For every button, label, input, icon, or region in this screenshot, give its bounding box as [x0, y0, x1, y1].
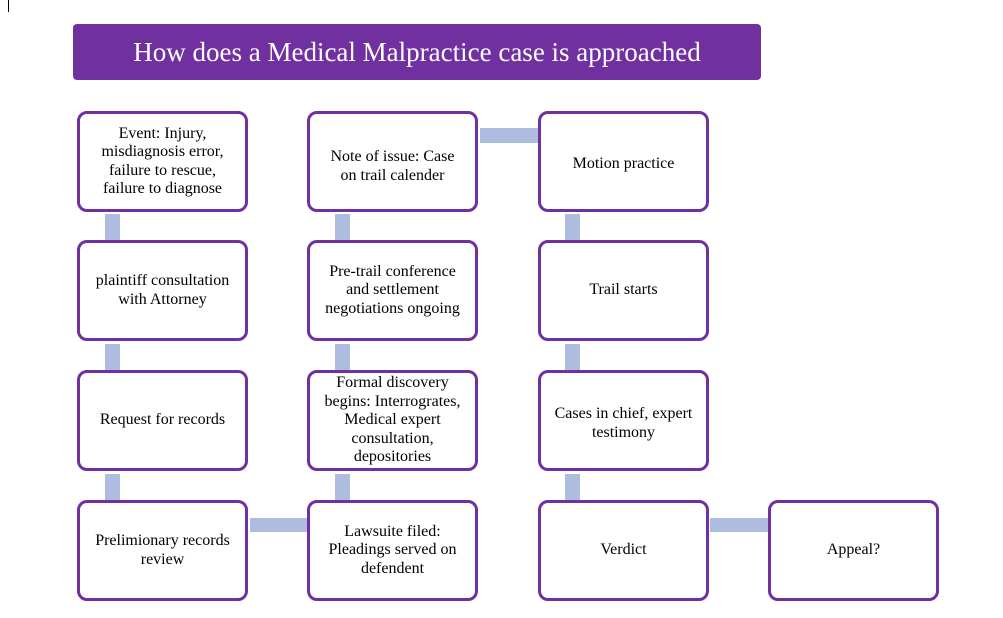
- node-cases-in-chief-label: Cases in chief, expert testimony: [554, 405, 693, 441]
- text-cursor: [8, 0, 9, 12]
- node-appeal-label: Appeal?: [826, 541, 881, 559]
- node-formal-discovery: Formal discovery begins: Interrogrates, …: [307, 370, 478, 471]
- connector-preliminary-lawsuit: [250, 518, 308, 532]
- connector-request-preliminary: [105, 474, 120, 501]
- node-consultation-label: plaintiff consultation with Attorney: [95, 272, 230, 308]
- connector-note-motion: [480, 128, 539, 143]
- connector-event-consultation: [105, 214, 120, 241]
- connector-trial-cases: [565, 344, 580, 371]
- node-pretrial-conference-label: Pre-trail conference and settlement nego…: [325, 262, 460, 317]
- node-event: Event: Injury, misdiagnosis error, failu…: [77, 111, 248, 212]
- connector-pretrial-note: [335, 214, 350, 241]
- node-motion-practice-label: Motion practice: [572, 155, 675, 172]
- node-motion-practice: Motion practice: [538, 111, 709, 212]
- connector-motion-trial: [565, 214, 580, 241]
- node-request-records: Request for records: [77, 370, 248, 471]
- connector-cases-verdict: [565, 474, 580, 501]
- connector-consultation-request: [105, 344, 120, 371]
- node-formal-discovery-label: Formal discovery begins: Interrogrates, …: [324, 374, 461, 466]
- diagram-title-text: How does a Medical Malpractice case is a…: [133, 36, 701, 67]
- node-consultation: plaintiff consultation with Attorney: [77, 240, 248, 341]
- node-pretrial-conference: Pre-trail conference and settlement nego…: [307, 240, 478, 341]
- connector-lawsuit-discovery: [335, 474, 350, 501]
- node-verdict: Verdict: [538, 500, 709, 601]
- node-preliminary-review: Prelimionary records review: [77, 500, 248, 601]
- node-note-of-issue-label: Note of issue: Case on trail calender: [330, 148, 455, 184]
- connector-discovery-pretrial: [335, 344, 350, 371]
- node-preliminary-review-label: Prelimionary records review: [95, 532, 230, 568]
- node-verdict-label: Verdict: [600, 541, 647, 559]
- diagram-title: How does a Medical Malpractice case is a…: [73, 24, 761, 80]
- node-lawsuit-filed: Lawsuite filed: Pleadings served on defe…: [307, 500, 478, 601]
- node-event-label: Event: Injury, misdiagnosis error, failu…: [101, 124, 224, 198]
- node-trial-starts: Trail starts: [538, 240, 709, 341]
- node-cases-in-chief: Cases in chief, expert testimony: [538, 370, 709, 471]
- node-note-of-issue: Note of issue: Case on trail calender: [307, 111, 478, 212]
- node-request-records-label: Request for records: [99, 411, 226, 429]
- connector-verdict-appeal: [710, 518, 769, 532]
- node-appeal: Appeal?: [768, 500, 939, 601]
- node-trial-starts-label: Trail starts: [589, 281, 658, 299]
- node-lawsuit-filed-label: Lawsuite filed: Pleadings served on defe…: [328, 522, 457, 577]
